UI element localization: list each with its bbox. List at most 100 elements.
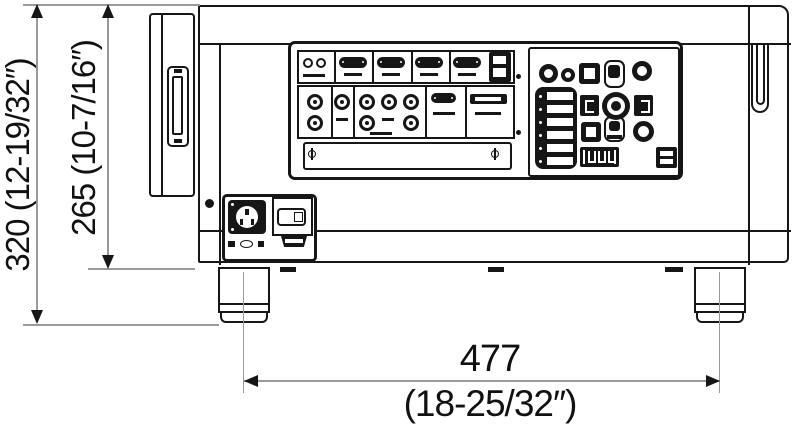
bnc-connector (359, 115, 375, 131)
connector-label (433, 112, 455, 115)
blank-slot-plate (303, 142, 512, 170)
strip-separator (334, 52, 336, 82)
foot-right-body (694, 267, 746, 305)
return-button-face (586, 127, 596, 137)
power-standby-button[interactable] (539, 64, 558, 83)
dimension-label-total-height: 320 (12-19/32″) (0, 58, 36, 272)
dsub-connector (415, 57, 443, 68)
arrowhead (706, 375, 720, 387)
arrowhead (31, 4, 43, 18)
bnc-connector (381, 94, 397, 110)
connector-label (370, 132, 392, 135)
dsub-connector (453, 57, 481, 68)
strip-separator (353, 87, 355, 137)
strip-separator (372, 52, 374, 82)
power-rocker-mark (294, 212, 303, 222)
function-button-stack[interactable] (535, 87, 577, 169)
body-left-seam (219, 43, 221, 265)
connector-label (382, 73, 400, 76)
ac-pin (240, 219, 243, 225)
nav-down-icon (609, 121, 620, 131)
side-grip-handle-inner (756, 43, 765, 105)
rating-mark (228, 241, 235, 247)
connector-label (344, 73, 362, 76)
screw (516, 74, 521, 79)
nav-left-button[interactable] (580, 95, 599, 116)
vga-connector (431, 93, 456, 103)
bnc-connector (307, 115, 323, 131)
strip-separator (411, 52, 413, 82)
bnc-connector (307, 94, 323, 110)
usb-port (493, 68, 506, 77)
extension-line-feet-bottom (23, 324, 219, 326)
ac-pin (251, 219, 254, 225)
screw (205, 199, 214, 208)
side-cover-edge-line (161, 15, 163, 195)
foot-left-pad (220, 311, 268, 323)
dimension-label-feet-span-inch: (18-25/32″) (403, 383, 578, 424)
terminal-strip-top (297, 50, 515, 84)
dimension-line-total-height (36, 8, 38, 321)
default-button[interactable] (633, 121, 654, 142)
connector-label (336, 118, 348, 121)
arrowhead (102, 255, 114, 269)
connector-label (420, 73, 438, 76)
screw-slot (311, 148, 313, 160)
nav-right-icon (641, 100, 650, 113)
foot-left-body (218, 267, 270, 305)
dimension-line-body-height (107, 8, 109, 266)
nav-down-cap (607, 135, 622, 139)
power-on-button[interactable] (561, 68, 575, 82)
ac-pin-ground (245, 209, 249, 215)
strip-separator (449, 52, 451, 82)
bnc-connector (359, 94, 375, 110)
arrowhead (244, 375, 258, 387)
connector-label (303, 74, 325, 77)
enter-button-core (611, 101, 621, 111)
arrowhead (102, 4, 114, 18)
menu-button[interactable] (632, 61, 652, 81)
dvi-slot (475, 97, 501, 101)
connector-label (382, 118, 394, 121)
bnc-connector (403, 115, 419, 131)
handle-notch-top (174, 69, 182, 73)
bnc-connector (403, 94, 419, 110)
usb-terminal-block (656, 147, 677, 168)
body-bottom-seam (200, 230, 791, 232)
inlet-screw (231, 228, 234, 231)
nav-left-icon (585, 100, 594, 113)
handle-notch-bottom (174, 139, 182, 143)
strip-separator (425, 87, 427, 137)
bottom-tab (488, 267, 504, 272)
extension-line-foot-right (719, 272, 720, 393)
input-select-button-face (584, 68, 595, 79)
side-grip-handle (751, 43, 769, 113)
foot-right-pad (696, 311, 744, 323)
screw (516, 130, 521, 135)
bnc-connector (334, 94, 350, 110)
strip-separator (331, 87, 333, 137)
dimension-line-feet-span (244, 380, 720, 382)
carry-handle-slot (172, 76, 183, 135)
switch-guard-slot (285, 239, 303, 243)
bottom-tab (280, 267, 296, 272)
arrowhead (31, 310, 43, 324)
screw-slot (494, 148, 496, 160)
strip-separator (465, 87, 467, 137)
dsub-connector (339, 57, 367, 68)
dimension-label-body-height: 265 (10-7/16″) (65, 40, 102, 236)
audio-jack (316, 58, 326, 68)
extension-line-foot-left (243, 272, 244, 393)
nav-up-icon (608, 65, 620, 78)
connector-label (475, 112, 501, 115)
rating-mark (258, 241, 264, 247)
extension-line-body-bottom (88, 268, 195, 270)
lan-port (493, 56, 506, 64)
rating-mark (240, 240, 253, 248)
audio-jack (303, 58, 313, 68)
remote-terminal-block (580, 147, 619, 167)
inlet-screw (231, 203, 234, 206)
dsub-connector (377, 57, 405, 68)
connector-label (458, 73, 476, 76)
